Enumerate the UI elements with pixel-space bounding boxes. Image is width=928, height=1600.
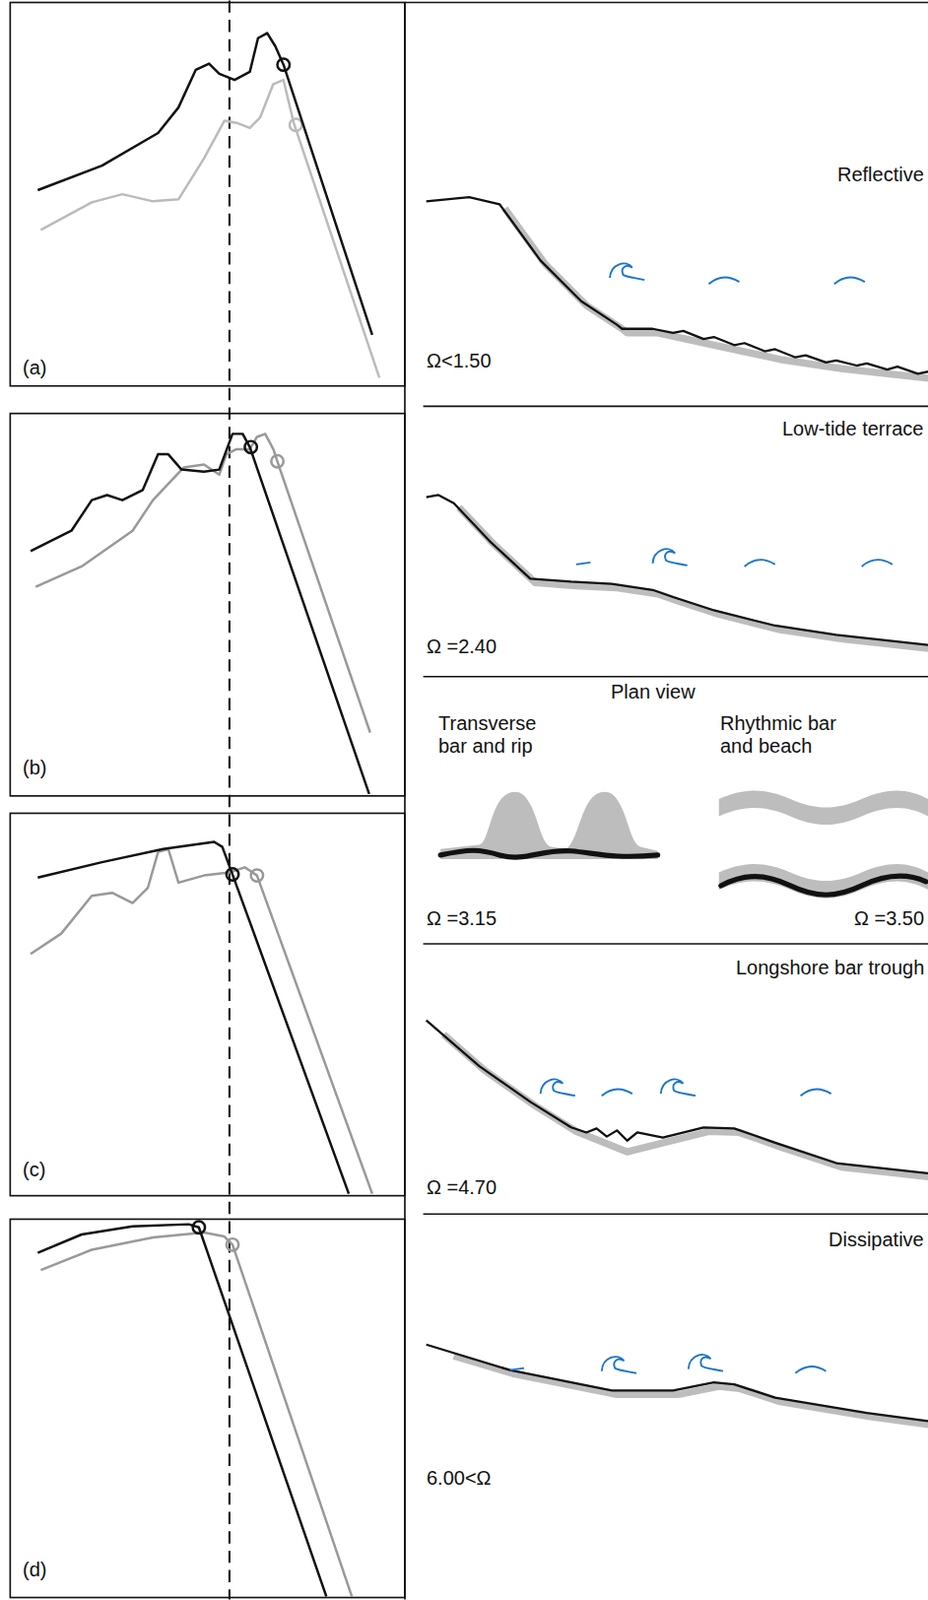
panel-letter: (a) bbox=[22, 356, 47, 380]
omega-value: Ω =4.70 bbox=[426, 1176, 497, 1199]
panel-letter: (c) bbox=[22, 1158, 46, 1182]
view-title: Plan view bbox=[610, 680, 696, 704]
omega-value: Ω =2.40 bbox=[426, 635, 497, 659]
omega-value: Ω<1.50 bbox=[426, 349, 492, 373]
state-name: Dissipative bbox=[828, 1228, 925, 1252]
state-name: Longshore bar trough bbox=[735, 956, 925, 980]
state-name: Reflective bbox=[837, 163, 925, 187]
panel-letter: (b) bbox=[22, 756, 47, 780]
omega-value: Ω =3.15 bbox=[426, 907, 497, 930]
state-name: Transverse bar and rip bbox=[438, 712, 559, 758]
panel-letter: (d) bbox=[22, 1558, 47, 1582]
state-name: Rhythmic bar and beach bbox=[720, 712, 863, 758]
state-name: Low-tide terrace bbox=[782, 417, 924, 441]
omega-value: 6.00<Ω bbox=[426, 1466, 492, 1490]
omega-value: Ω =3.50 bbox=[854, 907, 925, 930]
